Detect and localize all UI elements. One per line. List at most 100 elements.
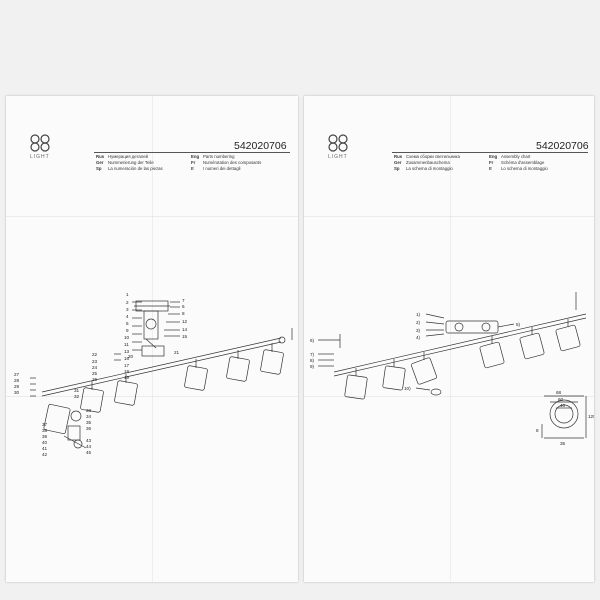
svg-text:7): 7): [310, 352, 315, 357]
model-code: 542020706: [536, 140, 589, 152]
step-labels: 1) 2) 3) 4) 5) 6) 7) 8) 9) 10): [310, 312, 521, 391]
exploded-parts-diagram: 1 2 3 4 5 6 7 8 9 10 11 12 13 14 15 16 1…: [14, 292, 293, 457]
svg-text:36: 36: [86, 426, 92, 431]
exploded-spotlight: [43, 404, 87, 449]
spotlight: [519, 327, 545, 360]
svg-text:24: 24: [92, 365, 98, 370]
bulb: [430, 388, 442, 396]
svg-text:35: 35: [560, 441, 566, 446]
svg-text:43: 43: [86, 438, 92, 443]
mw-light-logo-icon: [328, 134, 348, 152]
svg-text:9): 9): [310, 364, 315, 369]
svg-text:9: 9: [126, 328, 129, 333]
light-rail: [41, 337, 282, 393]
header-rule: [94, 152, 290, 153]
svg-text:32: 32: [74, 394, 80, 399]
svg-text:40: 40: [42, 440, 48, 445]
svg-text:3: 3: [126, 307, 129, 312]
spotlight: [344, 368, 368, 400]
spotlight: [226, 350, 250, 382]
svg-text:40: 40: [560, 403, 566, 408]
dimension-labels: 68 60 40 125 8 35: [536, 390, 594, 446]
svg-text:4: 4: [126, 314, 129, 319]
svg-text:19: 19: [124, 375, 130, 380]
svg-text:41: 41: [42, 446, 48, 451]
svg-text:21: 21: [174, 350, 180, 355]
mount-body: [143, 310, 159, 340]
part-labels: 1 2 3 4 5 6 7 8 9 10 11 12 13 14 15 16 1…: [14, 292, 188, 457]
svg-text:39: 39: [42, 434, 48, 439]
svg-text:2): 2): [416, 320, 421, 325]
svg-text:8: 8: [536, 428, 539, 433]
svg-text:45: 45: [86, 450, 92, 455]
svg-text:20: 20: [128, 354, 134, 359]
paper-crease: [304, 396, 594, 397]
spotlight: [382, 359, 406, 391]
svg-text:13: 13: [124, 349, 130, 354]
svg-text:37: 37: [42, 422, 48, 427]
svg-text:1): 1): [416, 312, 421, 317]
svg-text:27: 27: [14, 372, 20, 377]
svg-text:5): 5): [516, 322, 521, 327]
svg-text:22: 22: [92, 352, 98, 357]
svg-text:42: 42: [42, 452, 48, 457]
assembly-diagram: 1) 2) 3) 4) 5) 6) 7) 8) 9) 10) 68 60 40 …: [310, 292, 594, 446]
svg-text:44: 44: [86, 444, 92, 449]
svg-text:5: 5: [126, 321, 129, 326]
svg-text:11: 11: [124, 342, 129, 347]
paper-crease: [6, 396, 298, 397]
header-rule: [392, 152, 588, 153]
svg-text:25: 25: [92, 371, 98, 376]
svg-text:16: 16: [124, 356, 130, 361]
brand-text: LIGHT: [328, 154, 348, 160]
svg-text:17: 17: [124, 363, 130, 368]
spotlight: [80, 381, 104, 413]
svg-text:8: 8: [182, 311, 185, 316]
svg-text:29: 29: [14, 384, 20, 389]
svg-text:12: 12: [182, 319, 188, 324]
svg-text:15: 15: [182, 334, 188, 339]
dimension-drawing: [541, 395, 587, 439]
svg-text:7: 7: [182, 298, 185, 303]
svg-text:18: 18: [124, 369, 130, 374]
light-rail: [333, 313, 587, 373]
svg-text:38: 38: [42, 428, 48, 433]
svg-text:68: 68: [556, 390, 562, 395]
mw-light-logo-icon: [30, 134, 50, 152]
svg-text:60: 60: [558, 397, 564, 402]
svg-text:30: 30: [14, 390, 20, 395]
svg-text:14: 14: [182, 327, 188, 332]
svg-text:28: 28: [14, 378, 20, 383]
svg-text:3): 3): [416, 328, 421, 333]
svg-text:26: 26: [92, 377, 98, 382]
spotlight: [184, 359, 208, 391]
spotlight: [479, 336, 505, 369]
svg-text:35: 35: [86, 420, 92, 425]
svg-text:6): 6): [310, 338, 315, 343]
paper-crease: [6, 216, 298, 217]
paper-crease: [450, 96, 451, 582]
spotlight: [114, 374, 138, 406]
spotlight: [260, 343, 284, 375]
svg-text:10): 10): [404, 386, 411, 391]
spotlight: [411, 352, 437, 385]
paper-crease: [304, 216, 594, 217]
model-code: 542020706: [234, 140, 287, 152]
svg-text:31: 31: [74, 388, 80, 393]
svg-text:2: 2: [126, 300, 129, 305]
spotlight: [555, 319, 581, 352]
svg-text:4): 4): [416, 335, 421, 340]
svg-text:1: 1: [126, 292, 129, 297]
svg-text:34: 34: [86, 414, 92, 419]
svg-text:10: 10: [124, 335, 130, 340]
svg-text:6: 6: [182, 304, 185, 309]
svg-text:8): 8): [310, 358, 315, 363]
brand-text: LIGHT: [30, 154, 50, 160]
svg-text:23: 23: [92, 359, 98, 364]
svg-text:125: 125: [588, 414, 594, 419]
svg-text:33: 33: [86, 408, 92, 413]
